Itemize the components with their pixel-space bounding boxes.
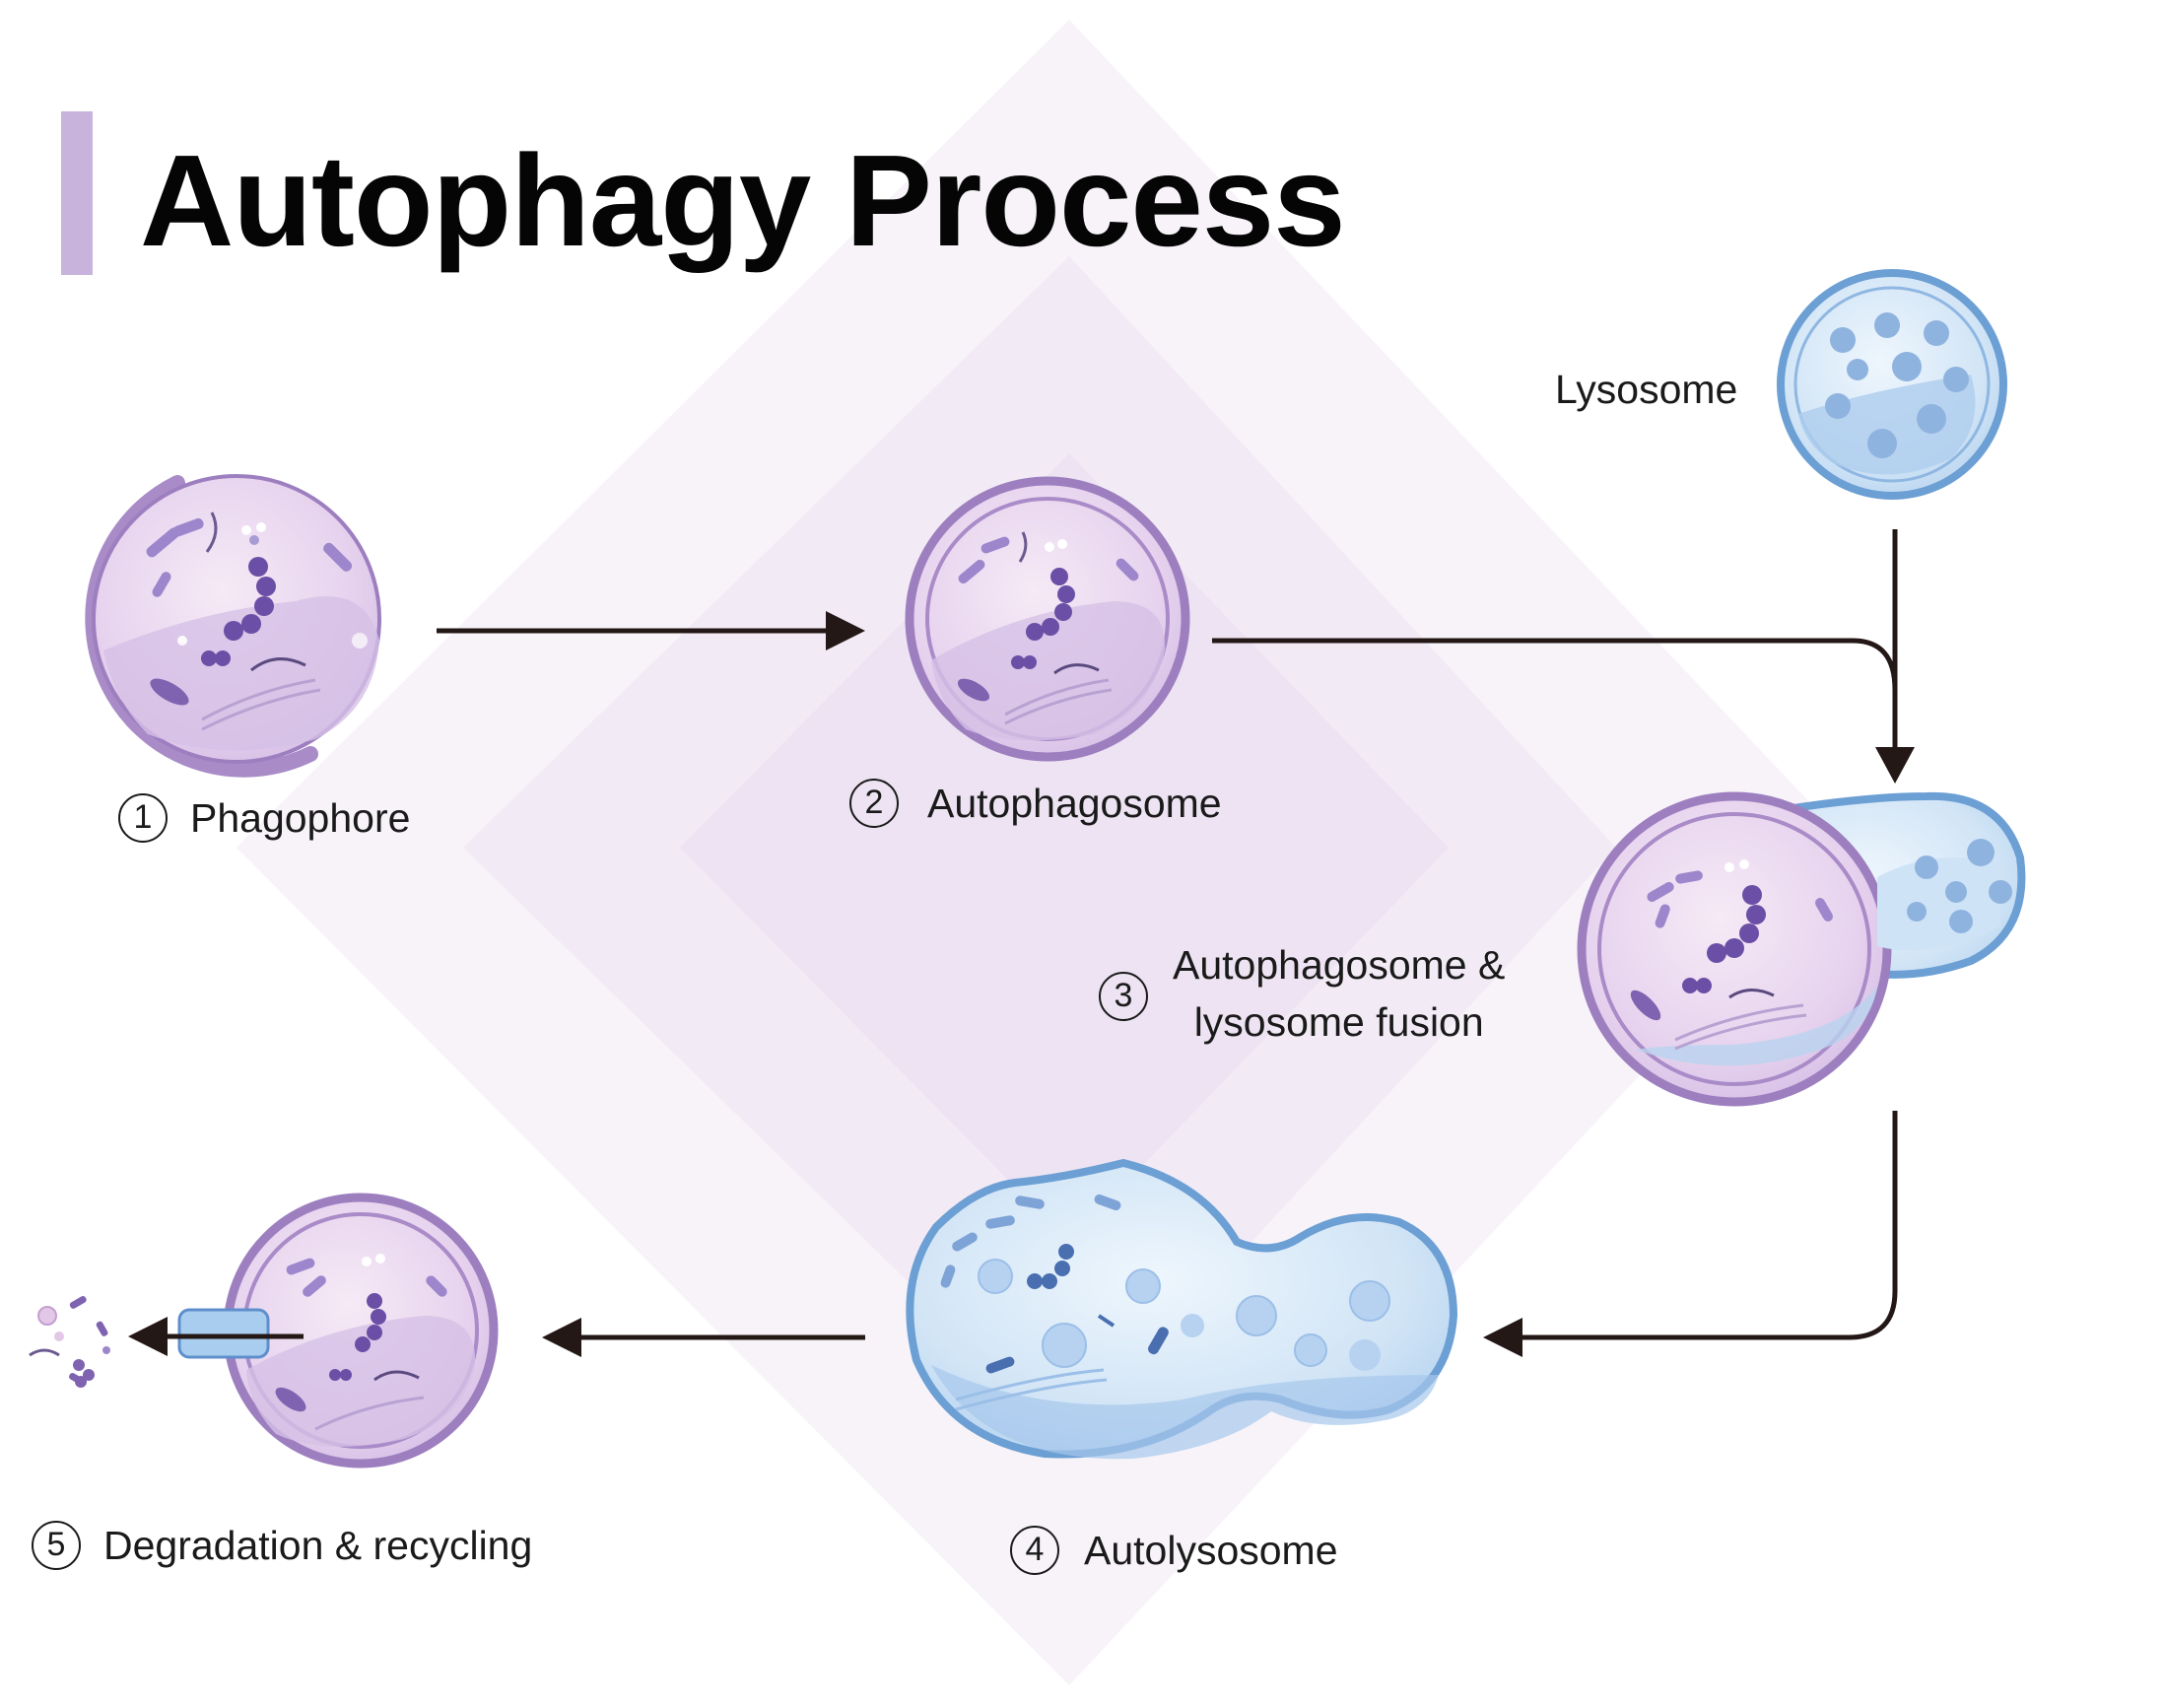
step-number-5: 5 — [32, 1521, 81, 1570]
phagophore-vesicle — [85, 474, 381, 778]
step-number-3: 3 — [1099, 972, 1148, 1021]
step-label-autolysosome: Autolysosome — [1084, 1528, 1338, 1573]
step-label-fusion-line1: Autophagosome & — [1173, 942, 1506, 988]
step-label-fusion-line2: lysosome fusion — [1193, 999, 1484, 1045]
step-label-autophagosome: Autophagosome — [927, 781, 1222, 826]
arrow-step1-to-step2 — [437, 611, 865, 650]
step-number-4: 4 — [1010, 1526, 1059, 1575]
arrow-step3-to-step4 — [1483, 1111, 1898, 1357]
lysosome-label: Lysosome — [1555, 367, 1738, 412]
title-accent-bar — [61, 111, 93, 275]
lysosome-vesicle — [1777, 269, 2007, 500]
autolysosome-vesicle — [906, 1158, 1458, 1460]
export-channel — [177, 1308, 270, 1359]
step-number-2: 2 — [849, 779, 899, 828]
autophagosome-vesicle — [905, 476, 1190, 762]
step-label-fusion: Autophagosome & lysosome fusion — [1173, 936, 1505, 1051]
background-diamond-inner — [680, 453, 1449, 1242]
arrow-step4-to-step5 — [542, 1318, 865, 1357]
step-label-degradation: Degradation & recycling — [103, 1523, 533, 1568]
page-title: Autophagy Process — [140, 128, 1346, 273]
recycled-fragments — [29, 1296, 110, 1388]
fusion-vesicle — [1577, 791, 2026, 1107]
step-label-phagophore: Phagophore — [190, 795, 411, 841]
degradation-vesicle — [177, 1193, 499, 1469]
arrow-lysosome-to-step3 — [1875, 529, 1915, 784]
arrow-release — [128, 1317, 304, 1356]
step-number-1: 1 — [118, 793, 168, 843]
